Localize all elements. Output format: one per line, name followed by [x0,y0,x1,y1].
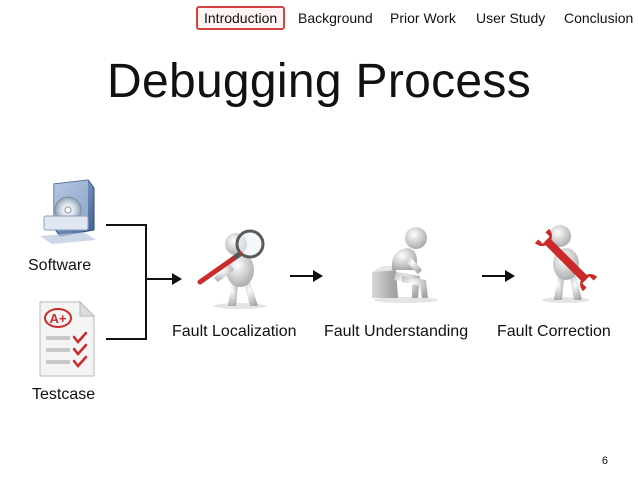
wrench-figure-icon [532,220,598,304]
step-label-fault-localization: Fault Localization [172,323,297,340]
merge-bracket [106,224,147,340]
software-label: Software [28,257,92,274]
arrow-head-3 [505,270,515,282]
tab-conclusion[interactable]: Conclusion [564,10,634,26]
magnifying-glass-figure-icon [194,222,280,310]
tab-introduction[interactable]: Introduction [196,6,286,30]
arrow-head-1 [172,273,182,285]
section-nav: Introduction Background Prior Work User … [0,6,638,30]
slide-title: Debugging Process [106,55,532,108]
tab-background[interactable]: Background [298,10,373,26]
testcase-label: Testcase [32,386,96,403]
step-label-fault-understanding: Fault Understanding [324,323,469,340]
arrow-head-2 [313,270,323,282]
step-label-fault-correction: Fault Correction [497,323,611,340]
tab-prior-work[interactable]: Prior Work [390,10,456,26]
software-box-icon [36,178,102,244]
graded-test-sheet-icon: A+ [36,300,98,378]
thinking-figure-icon [368,220,440,304]
tab-user-study[interactable]: User Study [476,10,546,26]
page-number: 6 [601,455,608,467]
testcase-grade: A+ [50,311,67,326]
